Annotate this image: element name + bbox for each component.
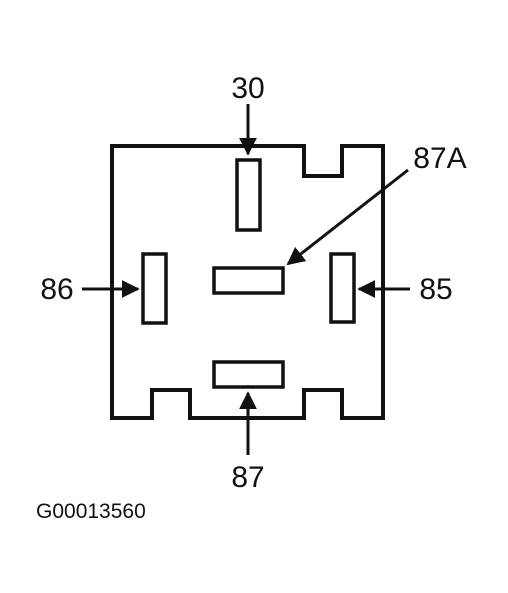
pin-85-terminal [329,252,356,324]
figure-id-label: G00013560 [36,500,146,523]
pin-87a-terminal [212,266,285,295]
pin-85-label: 85 [419,273,452,306]
relay-body-outline [110,144,385,420]
pin-87-label: 87 [231,461,264,494]
pin-86-label: 86 [40,273,73,306]
pin-30-label: 30 [231,72,264,105]
pin-30-terminal [235,158,262,232]
pin-87a-label: 87A [413,142,466,175]
pin-87-terminal [212,360,285,389]
pin-86-terminal [141,252,168,325]
arrow-87a [286,168,409,266]
